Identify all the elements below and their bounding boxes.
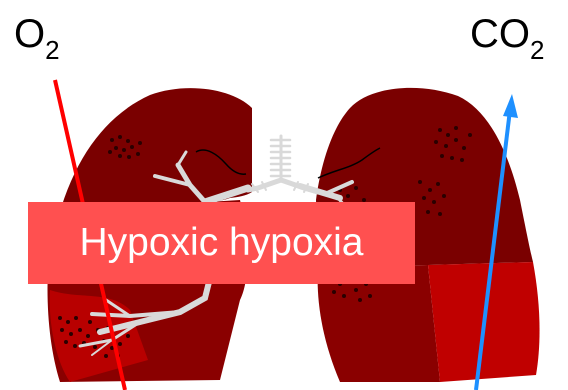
o2-label-subscript: 2 [45,35,59,65]
co2-label: CO2 [470,14,544,54]
co2-label-subscript: 2 [530,35,544,65]
trachea [248,136,318,192]
hypoxic-hypoxia-banner: Hypoxic hypoxia [28,202,415,284]
co2-label-main: CO [470,12,530,56]
o2-label: O2 [14,14,60,54]
o2-label-main: O [14,12,45,56]
banner-text: Hypoxic hypoxia [80,221,364,265]
co2-arrowhead [503,94,518,118]
